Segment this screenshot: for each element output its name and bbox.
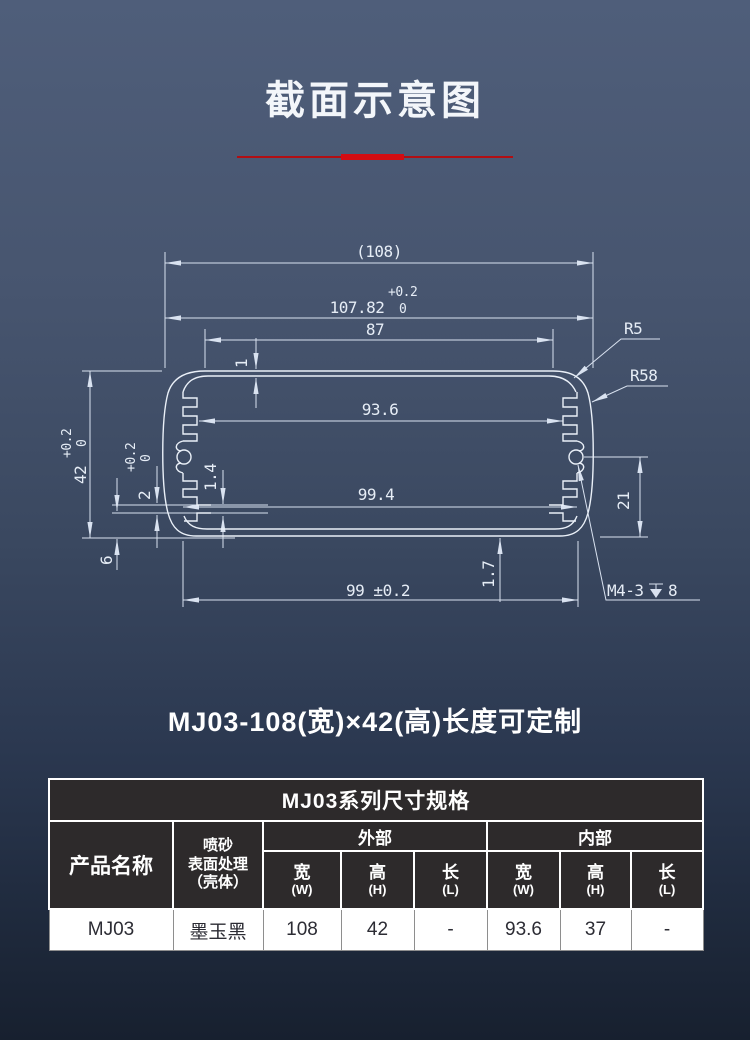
dimension-lines [87,260,643,603]
svg-text:+0.2: +0.2 [60,429,75,458]
leader-lines [573,338,700,601]
dim-width-tol-lower: 0 [399,302,406,317]
dim-inner-width-top: 93.6 [362,400,399,419]
cell-finish: 墨玉黑 [172,908,264,951]
enclosure-profile [162,370,594,537]
table-title-row: MJ03系列尺寸规格 [47,778,705,822]
header-outer-width: 宽(W) [262,850,342,910]
depth-symbol-icon [649,583,663,598]
thread-depth: 8 [668,581,677,600]
header-outer-height: 高(H) [340,850,415,910]
dim-boss-height: 21 [614,492,633,510]
header-inner-width: 宽(W) [486,850,561,910]
header-outer-group: 外部 [262,820,488,852]
finish-line-2: 表面处理 [187,855,248,873]
header-product-name: 产品名称 [48,820,174,910]
header-inner-height: 高(H) [559,850,632,910]
table-group-header-row: 产品名称 喷砂 表面处理 （壳体） 外部 内部 [48,820,705,910]
red-divider-center [341,154,404,160]
cell-outer-length: - [413,908,488,951]
svg-text:42: 42 [71,466,90,484]
radius-r5-label: R5 [624,319,642,338]
extension-lines [82,252,648,607]
dim-width-tol-upper: +0.2 [388,285,417,300]
cell-product: MJ03 [48,908,174,951]
thread-callout: M4-3 [607,581,644,600]
radius-r58-label: R58 [630,366,657,385]
svg-text:+0.2: +0.2 [124,443,139,472]
header-outer-length: 长(L) [413,850,488,910]
dim-slot-to-bottom: 6 [97,556,116,565]
finish-line-1: 喷砂 [202,836,233,854]
dim-top-flat: 87 [366,320,384,339]
dim-inner-width-bottom: 99.4 [358,485,395,504]
finish-line-3: （壳体） [187,874,248,892]
table-title: MJ03系列尺寸规格 [47,778,705,822]
spec-table: MJ03系列尺寸规格 产品名称 喷砂 表面处理 （壳体） 外部 内部 宽(W) … [47,778,705,951]
table-sub-header-row: 宽(W) 高(H) 长(L) 宽(W) 高(H) 长(L) [49,850,705,910]
page-title: 截面示意图 [265,79,485,123]
dim-top-wall: 1 [232,359,251,368]
dim-slot: 2 +0.2 0 [124,443,154,500]
cell-inner-height: 37 [559,908,632,951]
dim-rib: 1.4 [201,464,220,491]
dim-bottom-wall: 1.7 [479,561,498,588]
svg-text:0: 0 [75,440,90,447]
cell-outer-width: 108 [262,908,342,951]
screw-boss-right [568,449,584,465]
svg-text:2: 2 [135,491,154,500]
dim-height: 42 +0.2 0 [60,429,90,484]
product-size-subtitle: MJ03-108(宽)×42(高)长度可定制 [167,707,583,737]
table-data-row: MJ03 墨玉黑 108 42 - 93.6 37 - [48,908,704,951]
header-surface-finish: 喷砂 表面处理 （壳体） [172,820,264,910]
dim-machined-width: 107.82 [330,298,385,317]
cell-outer-height: 42 [340,908,415,951]
header-inner-length: 长(L) [629,850,705,910]
header-inner-group: 内部 [485,820,705,852]
cross-section-drawing: (108) 107.82 +0.2 0 87 R5 R58 93.6 99.4 … [60,242,700,607]
cell-inner-width: 93.6 [486,908,561,951]
dim-overall-width: (108) [356,242,402,261]
svg-text:0: 0 [139,455,154,462]
dimension-labels: (108) 107.82 +0.2 0 87 R5 R58 93.6 99.4 … [60,242,678,600]
cell-inner-length: - [630,908,704,951]
screw-boss-left [176,449,192,465]
dim-bottom-flat: 99 ±0.2 [346,581,410,600]
